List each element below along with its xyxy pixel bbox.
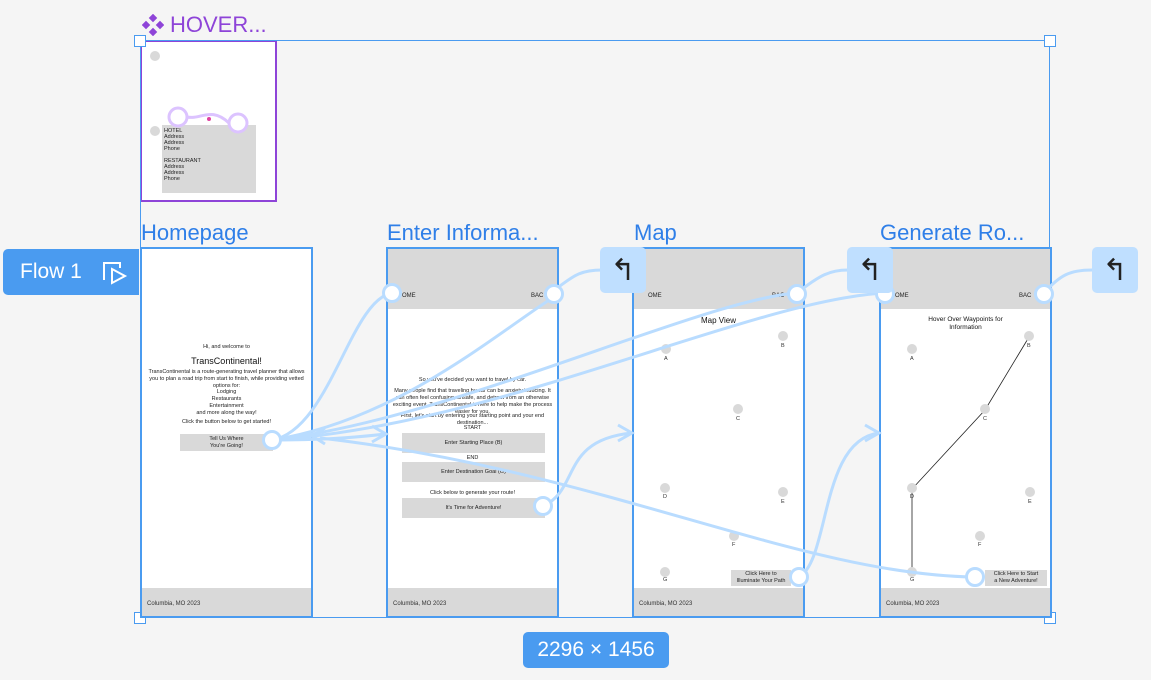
generate-route-frame[interactable]: OME BAC Hover Over Waypoints for Informa… — [879, 247, 1052, 618]
waypoint-label: A — [664, 356, 668, 362]
waypoint-a[interactable] — [661, 344, 671, 354]
enter-information-frame[interactable]: OME BAC So you've decided you want to tr… — [386, 247, 559, 618]
start-label: START — [463, 425, 482, 431]
description-text: TransContinental is a route-generating t… — [148, 369, 305, 389]
homepage-frame[interactable]: Hi, and welcome to TransContinental! Tra… — [140, 247, 313, 618]
waypoint-d[interactable] — [907, 483, 917, 493]
greeting-text: Hi, and welcome to — [203, 344, 250, 350]
waypoint-f[interactable] — [729, 531, 739, 541]
connector-handle[interactable] — [262, 430, 282, 450]
waypoint-label: F — [732, 542, 736, 548]
top-nav-bar — [881, 249, 1050, 309]
nav-back-link[interactable]: BAC — [1019, 293, 1032, 299]
cta-prompt: Click the button below to get started! — [182, 419, 271, 425]
connector-handle[interactable] — [789, 567, 809, 587]
waypoint-label: E — [781, 499, 785, 505]
footer-bar — [142, 588, 311, 616]
waypoint-a[interactable] — [907, 344, 917, 354]
waypoint-d[interactable] — [660, 483, 670, 493]
start-place-input[interactable]: Enter Starting Place (B) — [402, 433, 545, 453]
illuminate-path-button[interactable]: Click Here to Illuminate Your Path — [731, 570, 791, 586]
connector-handle[interactable] — [544, 284, 564, 304]
map-frame[interactable]: OME BAC Map View A B C D E F G Click Her… — [632, 247, 805, 618]
play-prototype-icon — [102, 262, 127, 285]
generate-prompt: Click below to generate your route! — [430, 490, 515, 496]
waypoint-label: E — [1028, 499, 1032, 505]
end-label: END — [466, 455, 479, 461]
waypoint-label: B — [1027, 343, 1031, 349]
waypoint-g[interactable] — [660, 567, 670, 577]
flow-start-badge[interactable]: Flow 1 — [3, 249, 139, 295]
back-action-icon[interactable]: ↰ — [847, 247, 893, 293]
waypoint-label: D — [663, 494, 667, 500]
map-heading: Map View — [701, 316, 736, 325]
waypoint-label: D — [910, 494, 914, 500]
route-heading: Hover Over Waypoints for Information — [928, 316, 1003, 331]
waypoint-label: B — [781, 343, 785, 349]
resize-handle-top-right[interactable] — [1044, 35, 1056, 47]
destination-input[interactable]: Enter Destination Goal (G) — [402, 462, 545, 482]
waypoint-g[interactable] — [907, 567, 917, 577]
nav-back-link[interactable]: BAC — [531, 293, 544, 299]
options-list: Lodging Restaurants Entertainment and mo… — [196, 389, 257, 416]
waypoint-dot — [150, 126, 160, 136]
footer-text: Columbia, MO 2023 — [639, 601, 693, 607]
get-started-button[interactable]: Tell Us Where You're Going! — [180, 434, 273, 451]
route-path — [911, 336, 1030, 576]
component-title: HOVER... — [170, 12, 267, 37]
frame-title-generate-route[interactable]: Generate Ro... — [880, 220, 1025, 245]
connector-handle[interactable] — [965, 567, 985, 587]
waypoint-b[interactable] — [1024, 331, 1034, 341]
frame-title-enter-information[interactable]: Enter Informa... — [387, 220, 539, 245]
waypoint-label: F — [978, 542, 982, 548]
nav-back-link[interactable]: BAC — [772, 293, 785, 299]
connector-handle[interactable] — [1034, 284, 1054, 304]
waypoint-label: C — [736, 416, 740, 422]
selection-size-badge: 2296 × 1456 — [523, 632, 669, 668]
flow-label: Flow 1 — [20, 260, 82, 283]
info-card — [162, 125, 256, 193]
waypoint-label: A — [910, 356, 914, 362]
connector-handle[interactable] — [787, 284, 807, 304]
back-action-icon[interactable]: ↰ — [600, 247, 646, 293]
footer-bar — [881, 588, 1050, 616]
nav-home-link[interactable]: OME — [895, 293, 909, 299]
hover-component-frame[interactable]: HOTEL Address Address Phone RESTAURANT A… — [140, 40, 277, 202]
back-action-icon[interactable]: ↰ — [1092, 247, 1138, 293]
component-connector-handles — [167, 106, 249, 134]
intro-text: So you've decided you want to travel by … — [418, 377, 527, 383]
waypoint-label: G — [663, 577, 668, 583]
paragraph-text: Many people find that traveling by car c… — [392, 388, 553, 415]
footer-text: Columbia, MO 2023 — [886, 601, 940, 607]
brand-heading: TransContinental! — [191, 356, 262, 366]
nav-home-link[interactable]: OME — [648, 293, 662, 299]
waypoint-f[interactable] — [975, 531, 985, 541]
waypoint-e[interactable] — [778, 487, 788, 497]
top-nav-bar — [634, 249, 803, 309]
footer-text: Columbia, MO 2023 — [393, 601, 447, 607]
top-nav-bar — [388, 249, 557, 309]
info-card-text: HOTEL Address Address Phone RESTAURANT A… — [164, 128, 201, 182]
frame-title-map[interactable]: Map — [634, 220, 677, 245]
connector-handle[interactable] — [533, 496, 553, 516]
component-diamond-icon — [142, 14, 164, 36]
footer-bar — [634, 588, 803, 616]
waypoint-label: G — [910, 577, 915, 583]
nav-home-link[interactable]: OME — [402, 293, 416, 299]
resize-handle-top-left[interactable] — [134, 35, 146, 47]
waypoint-label: C — [983, 416, 987, 422]
waypoint-c[interactable] — [980, 404, 990, 414]
waypoint-dot — [150, 51, 160, 61]
waypoint-e[interactable] — [1025, 487, 1035, 497]
waypoint-b[interactable] — [778, 331, 788, 341]
connector-handle[interactable] — [382, 283, 402, 303]
new-adventure-button[interactable]: Click Here to Start a New Adventure! — [985, 570, 1047, 586]
footer-text: Columbia, MO 2023 — [147, 601, 201, 607]
waypoint-c[interactable] — [733, 404, 743, 414]
component-header[interactable]: HOVER... — [142, 12, 267, 38]
frame-title-homepage[interactable]: Homepage — [141, 220, 249, 245]
footer-bar — [388, 588, 557, 616]
adventure-button[interactable]: It's Time for Adventure! — [402, 498, 545, 518]
